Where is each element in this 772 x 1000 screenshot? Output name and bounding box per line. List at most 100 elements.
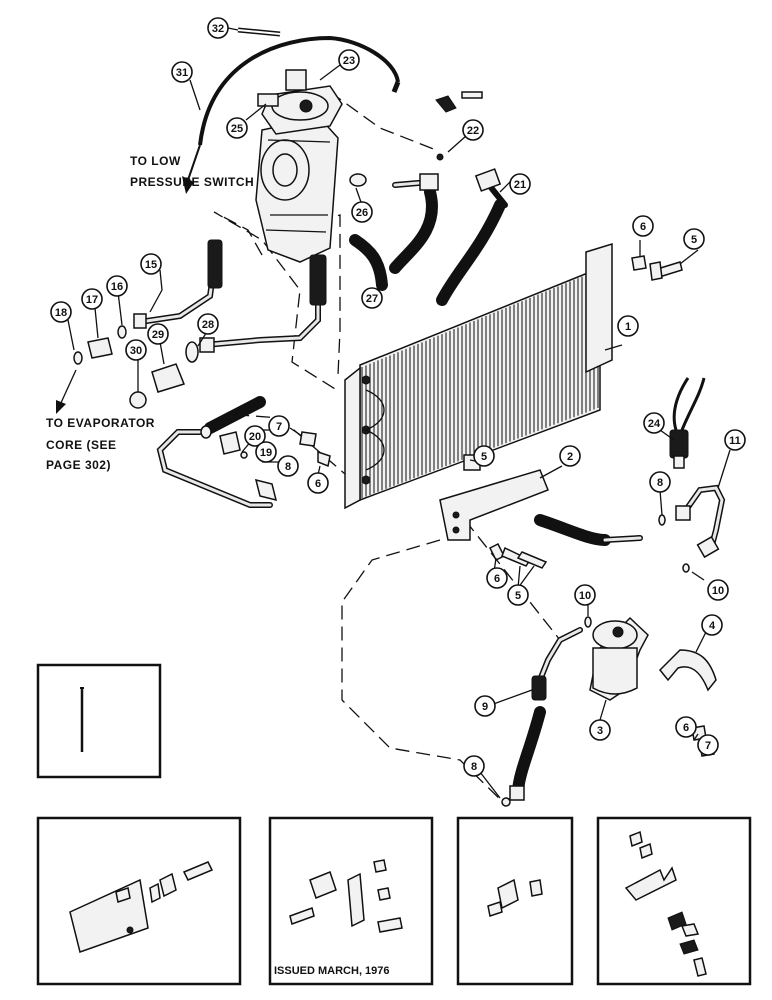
callout-circle xyxy=(632,215,654,237)
callout-circle xyxy=(338,49,360,71)
callout-number: 31 xyxy=(176,67,188,79)
callout-number: 10 xyxy=(579,590,591,602)
callout-number: 9 xyxy=(482,701,488,713)
note-low-pressure-line1: TO LOW xyxy=(130,154,181,168)
callout-c29: 29 xyxy=(147,323,169,345)
callout-number: 7 xyxy=(705,740,711,752)
callout-number: 22 xyxy=(467,125,479,137)
callout-c23: 23 xyxy=(338,49,360,71)
callout-c19: 19 xyxy=(255,441,277,463)
callout-circle xyxy=(125,339,147,361)
callout-c11: 11 xyxy=(724,429,746,451)
callout-c7b: 7 xyxy=(697,734,719,756)
bolts-upper-right xyxy=(631,255,683,281)
o-ring-22 xyxy=(436,153,444,161)
callout-c17: 17 xyxy=(81,288,103,310)
callout-c2: 2 xyxy=(559,445,581,467)
callout-number: 8 xyxy=(285,461,291,473)
callout-number: 6 xyxy=(494,573,500,585)
callout-circle xyxy=(462,119,484,141)
callout-circle xyxy=(140,253,162,275)
callout-number: 18 xyxy=(55,307,67,319)
arrow-down-icon xyxy=(56,400,66,414)
callout-c24: 24 xyxy=(643,412,665,434)
callout-c15: 15 xyxy=(140,253,162,275)
callout-c8c: 8 xyxy=(463,755,485,777)
line-15 xyxy=(133,239,327,353)
callout-circle xyxy=(574,584,596,606)
callout-number: 8 xyxy=(657,477,663,489)
callout-circle xyxy=(244,425,266,447)
callout-circle xyxy=(106,275,128,297)
callout-circle xyxy=(81,288,103,310)
callout-c1: 1 xyxy=(617,315,639,337)
callout-circle xyxy=(683,228,705,250)
callout-c26: 26 xyxy=(351,201,373,223)
issued-date: ISSUED MARCH, 1976 xyxy=(274,965,390,977)
callout-number: 17 xyxy=(86,294,98,306)
callout-number: 6 xyxy=(640,221,646,233)
callout-circle xyxy=(559,445,581,467)
callout-c20: 20 xyxy=(244,425,266,447)
callout-number: 11 xyxy=(729,435,741,447)
callout-number: 25 xyxy=(231,123,243,135)
switch-wire xyxy=(182,27,401,194)
callout-c16: 16 xyxy=(106,275,128,297)
callout-c9: 9 xyxy=(474,695,496,717)
note-evap-line1: TO EVAPORATOR xyxy=(46,416,155,430)
callout-c18: 18 xyxy=(50,301,72,323)
callout-number: 32 xyxy=(212,23,224,35)
strap-4 xyxy=(658,649,717,692)
callout-c28: 28 xyxy=(197,313,219,335)
bolts-lower xyxy=(463,454,548,569)
inset-hardware xyxy=(596,816,752,986)
callout-circle xyxy=(255,441,277,463)
callout-number: 29 xyxy=(152,329,164,341)
callout-c4: 4 xyxy=(701,614,723,636)
note-low-pressure-line2: PRESSURE SWITCH xyxy=(130,175,254,189)
callout-c5a: 5 xyxy=(683,228,705,250)
callout-c6a: 6 xyxy=(307,472,329,494)
callout-c7a: 7 xyxy=(268,415,290,437)
callout-c3: 3 xyxy=(589,719,611,741)
condenser xyxy=(344,242,613,510)
callout-circle xyxy=(307,472,329,494)
compressor xyxy=(255,69,343,263)
callout-c6d: 6 xyxy=(675,716,697,738)
callout-c5b: 5 xyxy=(473,445,495,467)
callout-c22: 22 xyxy=(462,119,484,141)
pressure-switch xyxy=(669,377,726,559)
callout-number: 28 xyxy=(202,319,214,331)
callout-number: 5 xyxy=(515,590,521,602)
hose-to-drier xyxy=(534,514,643,546)
callout-c30: 30 xyxy=(125,339,147,361)
callout-c25: 25 xyxy=(226,117,248,139)
callout-c32: 32 xyxy=(207,17,229,39)
callout-number: 24 xyxy=(648,418,661,430)
callout-circle xyxy=(277,455,299,477)
inset-pin xyxy=(36,663,162,779)
note-evap-line2: CORE (SEE xyxy=(46,438,117,452)
hose-9 xyxy=(509,627,583,801)
note-evaporator: TO EVAPORATOR CORE (SEE PAGE 302) xyxy=(46,416,155,472)
callout-number: 15 xyxy=(145,259,157,271)
callout-c21: 21 xyxy=(509,173,531,195)
callout-number: 7 xyxy=(276,421,282,433)
callout-number: 4 xyxy=(709,620,716,632)
callout-number: 19 xyxy=(260,447,272,459)
callout-number: 27 xyxy=(366,293,378,305)
callout-c10b: 10 xyxy=(574,584,596,606)
callout-circle xyxy=(197,313,219,335)
callout-circle xyxy=(207,17,229,39)
small-bracket xyxy=(435,91,483,161)
callout-c8a: 8 xyxy=(277,455,299,477)
callout-number: 3 xyxy=(597,725,603,737)
callout-circle xyxy=(50,301,72,323)
callout-circle xyxy=(589,719,611,741)
fittings-left xyxy=(73,325,199,409)
note-evap-line3: PAGE 302) xyxy=(46,458,111,472)
inset-bracket-1 xyxy=(36,816,242,986)
callout-circle xyxy=(486,567,508,589)
